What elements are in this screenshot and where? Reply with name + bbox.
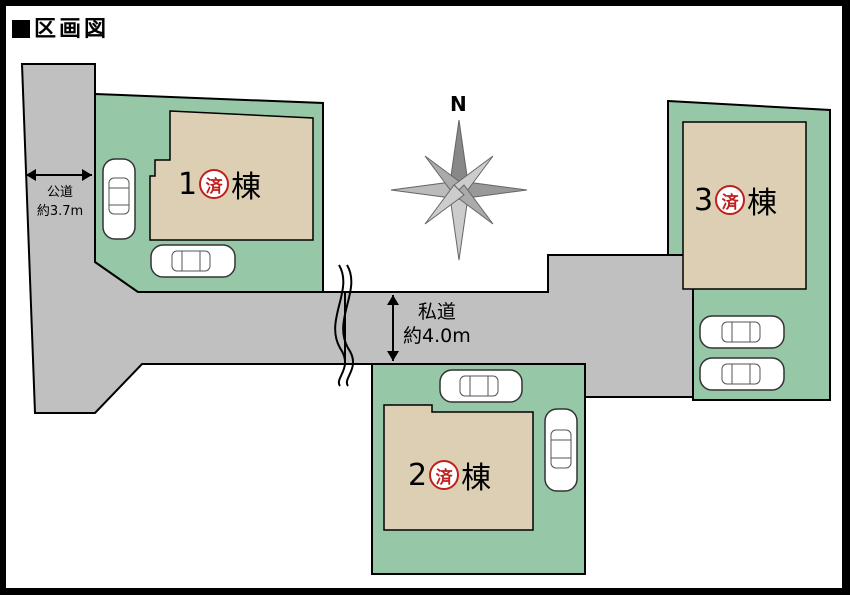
square-bullet-icon	[12, 20, 30, 38]
road-break-mark	[342, 264, 355, 387]
private-road-width-arrow	[387, 295, 399, 361]
car-lot-1-vertical	[102, 158, 136, 240]
private-road-label: 私道 約4.0m	[403, 301, 471, 347]
north-label: N	[450, 92, 467, 116]
sold-seal-icon: 済	[715, 185, 746, 215]
sold-seal-icon: 済	[199, 169, 230, 199]
car-lot-2-horizontal	[439, 369, 523, 403]
car-lot-2-vertical	[544, 408, 578, 492]
car-lot-1-horizontal	[150, 244, 236, 278]
page-title: 区画図	[12, 11, 109, 43]
car-lot-3-lower	[699, 357, 785, 391]
lot-2-building	[383, 404, 534, 531]
lot-1-building	[149, 110, 314, 241]
sold-seal-icon: 済	[429, 460, 460, 490]
compass-rose-icon	[390, 119, 528, 261]
car-lot-3-upper	[699, 315, 785, 349]
lot-3-building	[682, 121, 807, 290]
public-road-width-arrow	[26, 169, 92, 181]
public-road-label: 公道 約3.7m	[36, 185, 84, 219]
